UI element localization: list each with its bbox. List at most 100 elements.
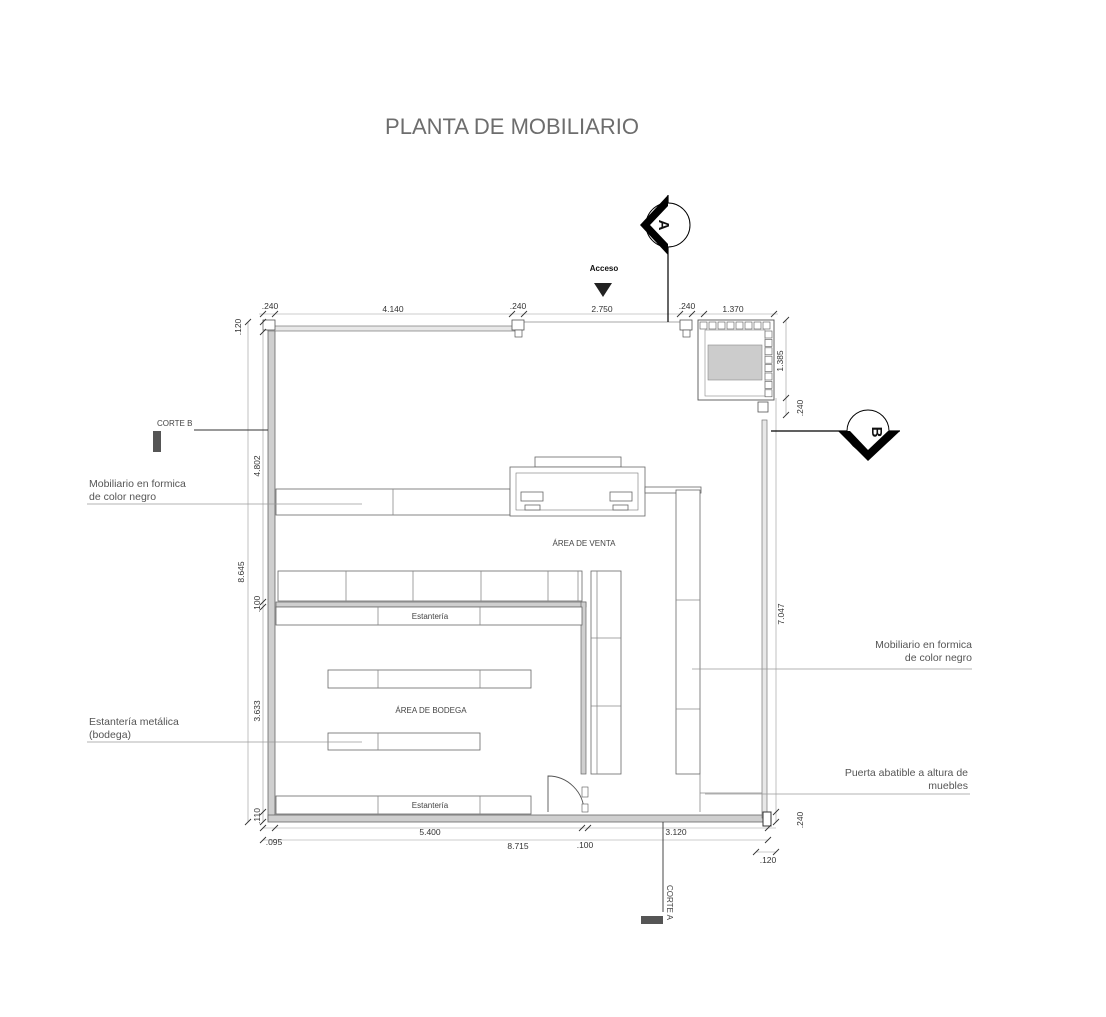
tile — [764, 389, 773, 398]
dimension-tick — [764, 836, 772, 844]
dimension-tick — [508, 310, 516, 318]
shelf-island-2 — [327, 732, 481, 751]
dimension-tick — [244, 318, 252, 326]
cut-a-block — [641, 916, 663, 924]
dimension-tick — [259, 310, 267, 318]
dim-right-2: .240 — [795, 399, 805, 416]
wall-bottom — [267, 814, 765, 823]
dim-left-2: 4.802 — [252, 455, 262, 477]
drawing-title: PLANTA DE MOBILIARIO — [385, 114, 639, 139]
door-jamb — [581, 803, 589, 813]
dimension-tick — [782, 394, 790, 402]
tile — [753, 321, 762, 330]
section-arrow-b-inner — [850, 431, 888, 450]
dim-right-3: 7.047 — [776, 603, 786, 625]
dimensions-bottom: 5.400 3.120 8.715 .095 .100 .120 — [259, 824, 780, 865]
section-marker-a: A — [640, 195, 691, 322]
furniture-storage: Estantería Estantería — [275, 606, 589, 815]
dimension-tick — [782, 316, 790, 324]
service-block — [697, 319, 775, 401]
note-left-top-line2: de color negro — [89, 491, 156, 503]
dimension-tick — [259, 836, 267, 844]
room-label-sales: ÁREA DE VENTA — [553, 539, 617, 548]
annotations: Mobiliario en formica de color negro Est… — [87, 478, 972, 795]
column — [262, 319, 276, 331]
service-block-fixture — [707, 344, 763, 381]
display-column — [590, 570, 622, 775]
tile — [764, 364, 773, 372]
dim-bottom-small-1: .095 — [266, 837, 283, 847]
dimension-tick — [271, 824, 279, 832]
column — [762, 811, 772, 827]
desk-extension — [644, 486, 702, 494]
dimension-tick — [259, 808, 267, 816]
shelf-upper-label: Estantería — [412, 612, 449, 621]
note-left-bottom-line2: (bodega) — [89, 729, 131, 741]
dim-top-6: 1.370 — [722, 304, 744, 314]
column — [757, 401, 769, 413]
dimensions-top: .240 4.140 .240 2.750 .240 1.370 — [259, 301, 778, 318]
dim-left-5: .110 — [252, 808, 262, 824]
dimension-tick — [772, 818, 780, 826]
tile — [764, 330, 773, 339]
dimensions-right: 1.385 .240 7.047 .240 — [772, 316, 805, 828]
section-letter-a: A — [655, 220, 672, 231]
walls — [262, 319, 772, 827]
dim-right-4: .240 — [795, 811, 805, 828]
dim-bottom-small-3: .120 — [760, 855, 777, 865]
note-left-top-line1: Mobiliario en formica — [89, 478, 186, 490]
partition-vertical — [580, 601, 587, 775]
shelf-lower — [275, 795, 532, 815]
dim-right-1: 1.385 — [775, 350, 785, 372]
dimension-tick — [259, 824, 267, 832]
cash-desk-inner — [515, 472, 639, 511]
note-right-bottom-line2: muebles — [928, 780, 968, 792]
partition-horizontal — [275, 601, 587, 608]
access-arrow-icon — [594, 283, 612, 297]
wall-top-left — [267, 325, 519, 332]
tile — [708, 321, 717, 330]
tile — [764, 381, 773, 389]
cash-desk-top — [534, 456, 622, 468]
dim-bottom-total: 8.715 — [507, 841, 529, 851]
dimension-ticks — [259, 310, 778, 318]
wall-left — [267, 328, 276, 822]
shelf-upper — [275, 606, 583, 626]
cut-a: CORTE A — [641, 822, 674, 924]
keyboard-left — [524, 504, 541, 511]
dimensions-left: 8.645 .120 4.802 .100 3.633 .110 — [233, 318, 267, 826]
service-block-inner — [704, 329, 766, 397]
dimension-tick — [259, 603, 267, 611]
dimension-ticks — [259, 824, 780, 856]
column — [679, 319, 693, 331]
wall-right — [761, 419, 768, 819]
monitor-left — [520, 491, 544, 502]
formica-column-right — [675, 489, 701, 775]
dim-left-4: 3.633 — [252, 700, 262, 722]
section-marker-b: B — [771, 409, 900, 461]
tile — [764, 347, 773, 356]
cut-b: CORTE B — [153, 419, 268, 452]
tile — [764, 372, 773, 381]
cut-b-block — [153, 431, 161, 452]
dim-left-total: 8.645 — [236, 561, 246, 583]
keyboard-right — [612, 504, 629, 511]
dimension-tick — [700, 310, 708, 318]
column — [511, 319, 525, 331]
dimension-tick — [772, 848, 780, 856]
tile — [717, 321, 726, 330]
dimension-tick — [259, 598, 267, 606]
tile — [762, 321, 771, 330]
note-left-bottom-line1: Estantería metálica — [89, 716, 179, 728]
access-indicator: Acceso — [590, 264, 618, 297]
dim-left-3: .100 — [252, 595, 262, 612]
furniture-sales — [275, 456, 762, 812]
tile — [735, 321, 744, 330]
dimension-tick — [584, 824, 592, 832]
dimension-ticks — [244, 318, 267, 826]
section-arrow-a-inner — [650, 206, 668, 244]
dimension-tick — [259, 328, 267, 336]
display-row — [277, 570, 583, 602]
dimension-tick — [782, 411, 790, 419]
dimension-tick — [770, 310, 778, 318]
